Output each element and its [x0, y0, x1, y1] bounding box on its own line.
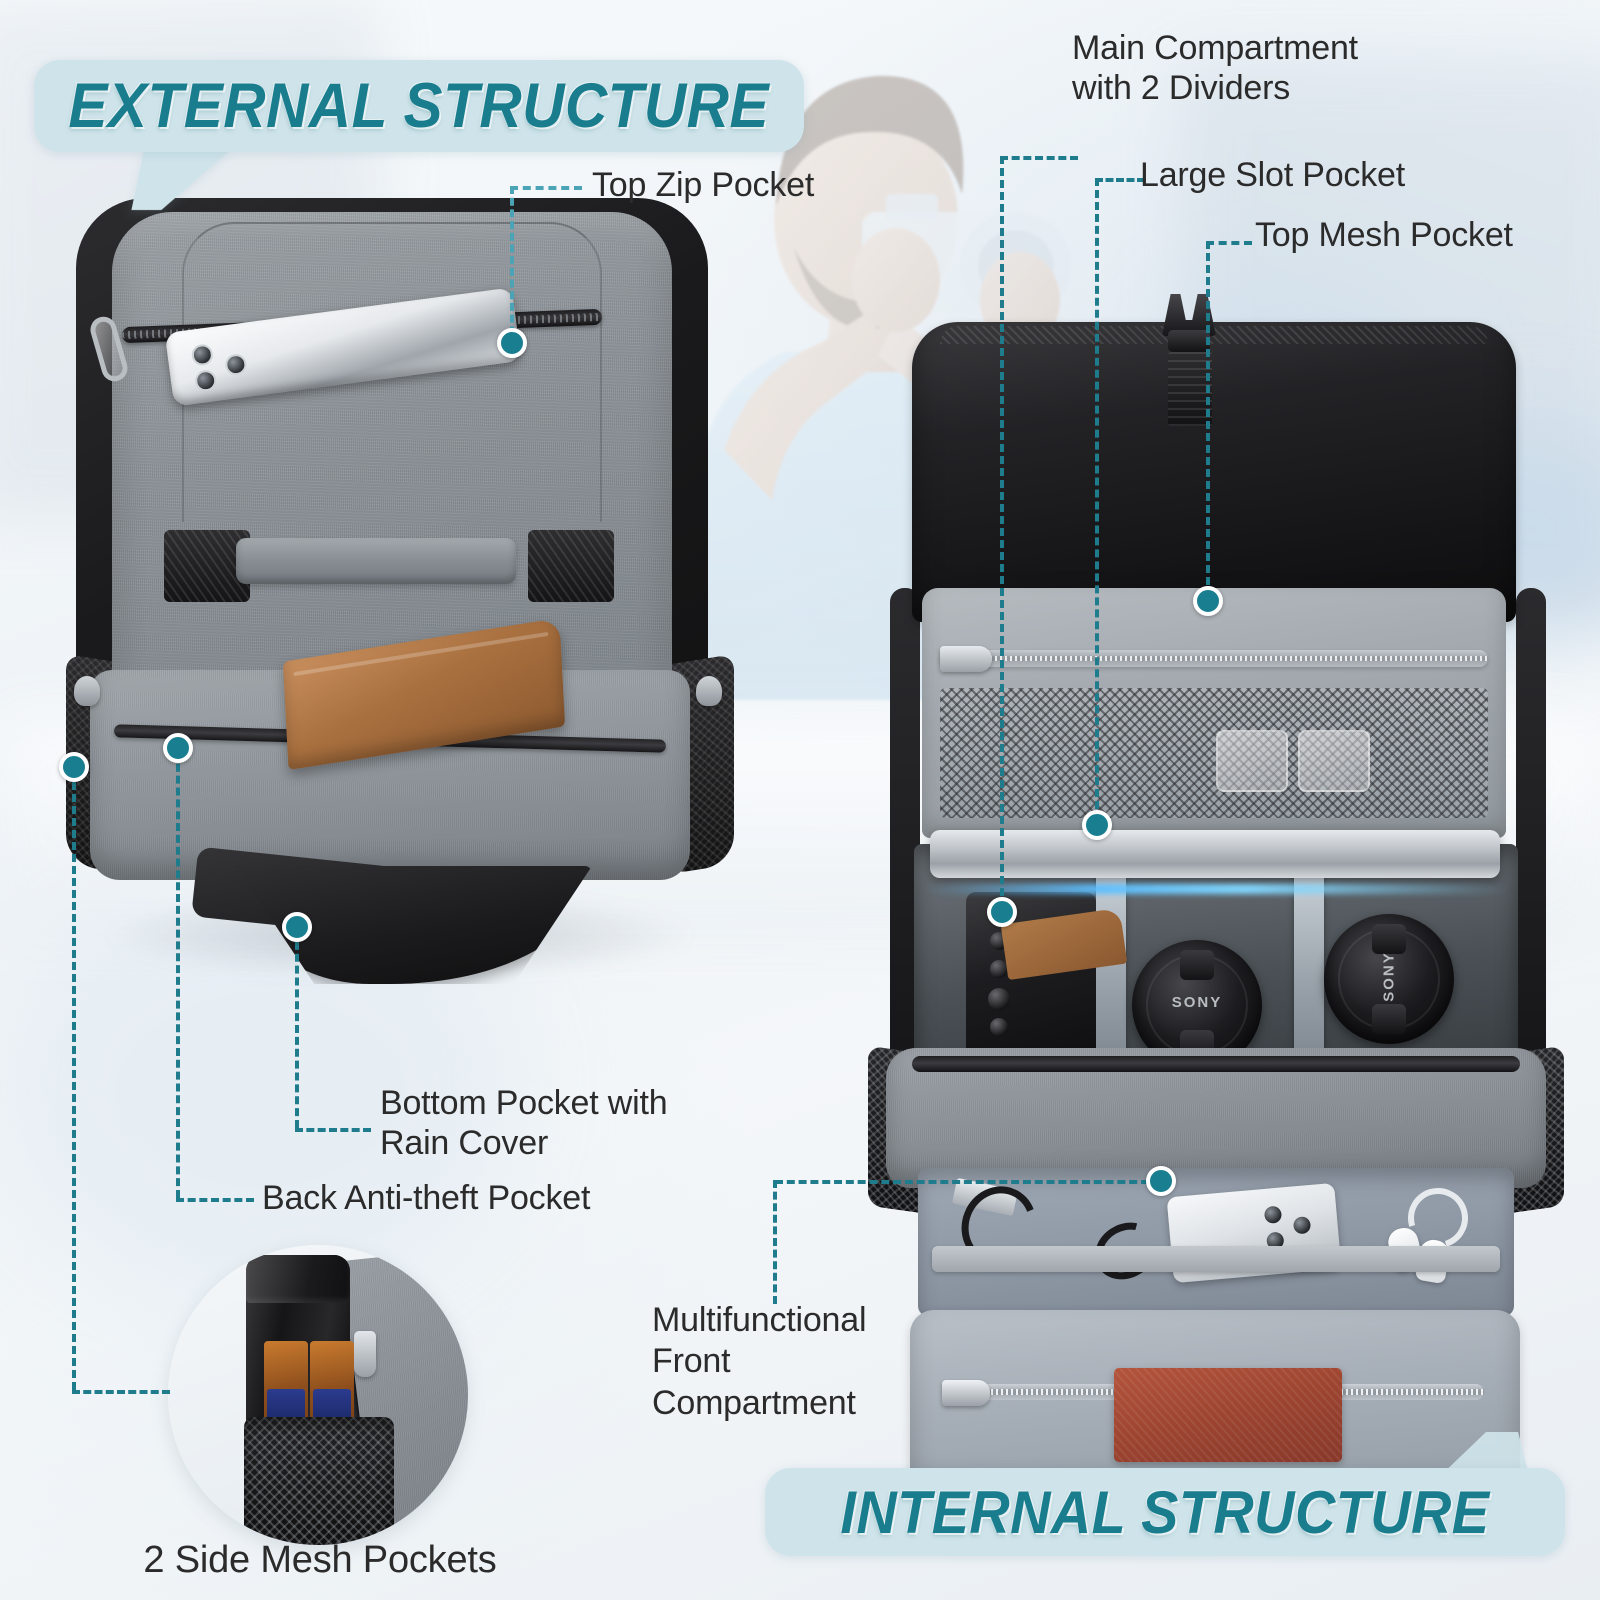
hotspot-multifunctional-front-compartment[interactable]: [1146, 1166, 1176, 1196]
accessory-compartment: [918, 1168, 1514, 1316]
leader-side-mesh-horizontal: [72, 1390, 170, 1394]
leader-main-compartment-horizontal: [1000, 156, 1078, 160]
top-flap: [912, 322, 1516, 622]
bag-outer-grey-band: [886, 1048, 1546, 1188]
shoulder-strap-right: [528, 530, 614, 602]
leader-top-zip-horizontal: [510, 186, 582, 190]
mesh-pocket-zipper-pull: [940, 646, 992, 672]
leader-back-antitheft-vertical: [176, 752, 180, 1198]
internal-camera-bag-photo: SONY SONY: [866, 288, 1566, 1525]
internal-structure-title: INTERNAL STRUCTURE: [840, 1478, 1490, 1546]
black-mesh-pocket: [244, 1417, 394, 1545]
elastic-retainer-strap: [932, 1246, 1500, 1272]
leader-large-slot-vertical: [1095, 178, 1099, 821]
hotspot-large-slot-pocket[interactable]: [1082, 810, 1112, 840]
hotspot-top-mesh-pocket[interactable]: [1193, 586, 1223, 616]
side-clip-left: [74, 676, 100, 706]
blue-highlight-glow: [924, 884, 1510, 894]
lens-cap-tab-top: [1180, 950, 1214, 980]
leader-top-mesh-horizontal: [1206, 241, 1252, 245]
label-bottom-pocket-rain-cover: Bottom Pocket with Rain Cover: [380, 1084, 668, 1163]
hotspot-back-anti-theft-pocket[interactable]: [163, 733, 193, 763]
label-large-slot-pocket: Large Slot Pocket: [1140, 156, 1405, 194]
hotspot-top-zip-pocket[interactable]: [497, 328, 527, 358]
leader-large-slot-horizontal: [1095, 178, 1145, 182]
side-mesh-pocket-inset-photo: [168, 1245, 468, 1545]
mesh-netting: [940, 688, 1488, 818]
hotspot-bottom-pocket-rain-cover[interactable]: [282, 912, 312, 942]
leader-top-zip-vertical: [510, 186, 514, 346]
camera-lens-2: SONY: [1324, 914, 1454, 1044]
label-multifunctional-front-compartment: Multifunctional Front Compartment: [652, 1301, 867, 1422]
memory-card-2: [1298, 730, 1370, 792]
bottle-cap: [246, 1255, 350, 1303]
leader-back-antitheft-horizontal: [176, 1198, 254, 1202]
lens-brand-label: SONY: [1171, 994, 1223, 1011]
red-wallet: [1114, 1368, 1342, 1462]
label-top-mesh-pocket: Top Mesh Pocket: [1255, 216, 1513, 254]
lens-brand-label: SONY: [1380, 951, 1398, 1002]
external-backpack-photo: [60, 190, 740, 1020]
external-structure-badge: EXTERNAL STRUCTURE: [34, 60, 804, 152]
buckle-body: [1168, 330, 1210, 352]
mesh-pocket-zipper: [940, 650, 1488, 667]
shoulder-strap-left: [164, 530, 250, 602]
earbuds-and-cable: [1384, 1177, 1480, 1296]
buckle-webbing-strap: [1168, 352, 1212, 426]
label-back-anti-theft-pocket: Back Anti-theft Pocket: [262, 1179, 591, 1217]
label-top-zip-pocket: Top Zip Pocket: [592, 166, 815, 204]
leader-bottom-pocket-vertical: [295, 930, 299, 1128]
lens-cap-tab-top: [1372, 924, 1406, 954]
leader-multifunctional-horizontal: [775, 1180, 1149, 1184]
leader-main-compartment-vertical: [1000, 156, 1004, 908]
leader-top-mesh-vertical: [1206, 241, 1210, 597]
phone-camera-lenses: [189, 335, 283, 394]
label-main-compartment: Main Compartment with 2 Dividers: [1072, 29, 1358, 108]
large-slot-pocket-laptop: [930, 830, 1500, 878]
leader-multifunctional-vertical: [773, 1180, 777, 1304]
memory-card-1: [1216, 730, 1288, 792]
leader-side-mesh-vertical: [72, 770, 76, 1390]
hotspot-side-mesh-pockets[interactable]: [59, 752, 89, 782]
internal-structure-badge: INTERNAL STRUCTURE: [765, 1468, 1565, 1556]
external-structure-title: EXTERNAL STRUCTURE: [68, 71, 770, 141]
multifunctional-front-compartment: [910, 1310, 1520, 1496]
lens-cap-tab-bottom: [1372, 1004, 1406, 1034]
label-2-side-mesh-pockets: 2 Side Mesh Pockets: [143, 1539, 497, 1581]
front-compartment-zipper-pull: [942, 1380, 990, 1406]
hotspot-main-compartment[interactable]: [987, 897, 1017, 927]
main-compartment-zipper: [912, 1056, 1520, 1072]
side-clip-right: [696, 676, 722, 706]
inset-zipper-pull: [354, 1331, 376, 1377]
leader-bottom-pocket-horizontal: [295, 1128, 371, 1132]
top-mesh-pocket-panel: [922, 588, 1506, 838]
carry-handle: [236, 538, 516, 584]
